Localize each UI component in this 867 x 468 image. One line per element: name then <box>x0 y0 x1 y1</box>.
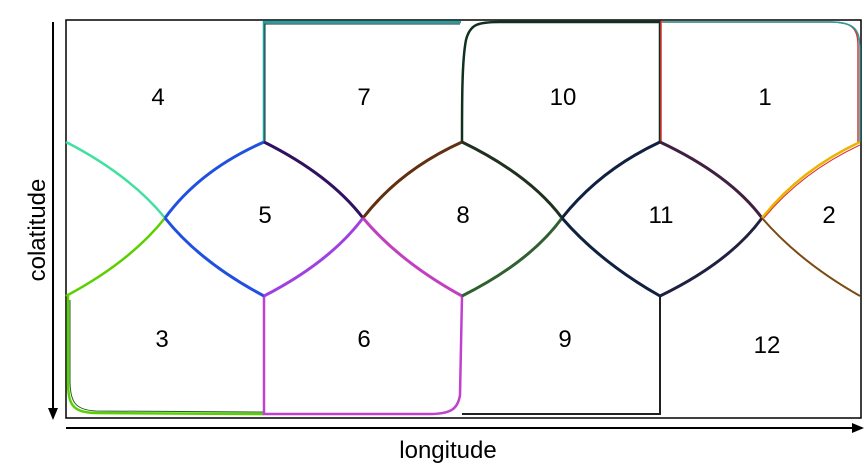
region-7-outline <box>262 20 461 142</box>
region-label-7: 7 <box>357 84 370 111</box>
region-3-curve <box>65 217 166 298</box>
region-label-8: 8 <box>456 202 469 229</box>
region-label-11: 11 <box>649 202 674 229</box>
region-8-lower-left <box>361 217 463 298</box>
region-1-outline-teal <box>663 21 861 142</box>
y-axis-label: colatitude <box>24 179 51 282</box>
region-11-lower-right <box>659 217 764 298</box>
region-4-curve <box>65 140 166 219</box>
region-label-4: 4 <box>151 84 164 111</box>
region-11-upper-right <box>659 140 764 219</box>
region-7-outline-dark <box>264 23 460 142</box>
region-1-outline <box>660 21 859 142</box>
region-label-10: 10 <box>550 84 577 111</box>
region-11-lower-left <box>560 217 661 298</box>
region-3-outline <box>66 296 265 416</box>
region-label-3: 3 <box>155 326 168 353</box>
region-5-upper-right <box>263 140 365 219</box>
region-9-outline <box>462 296 661 415</box>
region-10-outline <box>460 20 662 143</box>
region-3-outline-dark <box>69 300 265 413</box>
region-11-upper-left <box>560 140 661 219</box>
region-8-upper-left <box>361 140 463 219</box>
region-8-lower-right <box>461 217 564 298</box>
region-5-upper-left <box>163 140 265 219</box>
region-5-lower-right <box>263 217 365 298</box>
region-label-12: 12 <box>754 332 781 359</box>
region-label-2: 2 <box>822 202 835 229</box>
region-label-5: 5 <box>258 202 271 229</box>
region-label-9: 9 <box>558 326 571 353</box>
x-axis-label: longitude <box>399 437 496 464</box>
region-5-lower-left <box>163 217 265 298</box>
region-2-upper-red <box>763 144 861 219</box>
region-2-lower <box>761 217 861 297</box>
region-8-upper-right <box>461 140 564 219</box>
region-6-outline <box>262 295 464 416</box>
region-label-6: 6 <box>357 326 370 353</box>
region-label-1: 1 <box>758 84 771 111</box>
region-2-upper <box>761 140 861 219</box>
plot-frame <box>65 19 862 419</box>
